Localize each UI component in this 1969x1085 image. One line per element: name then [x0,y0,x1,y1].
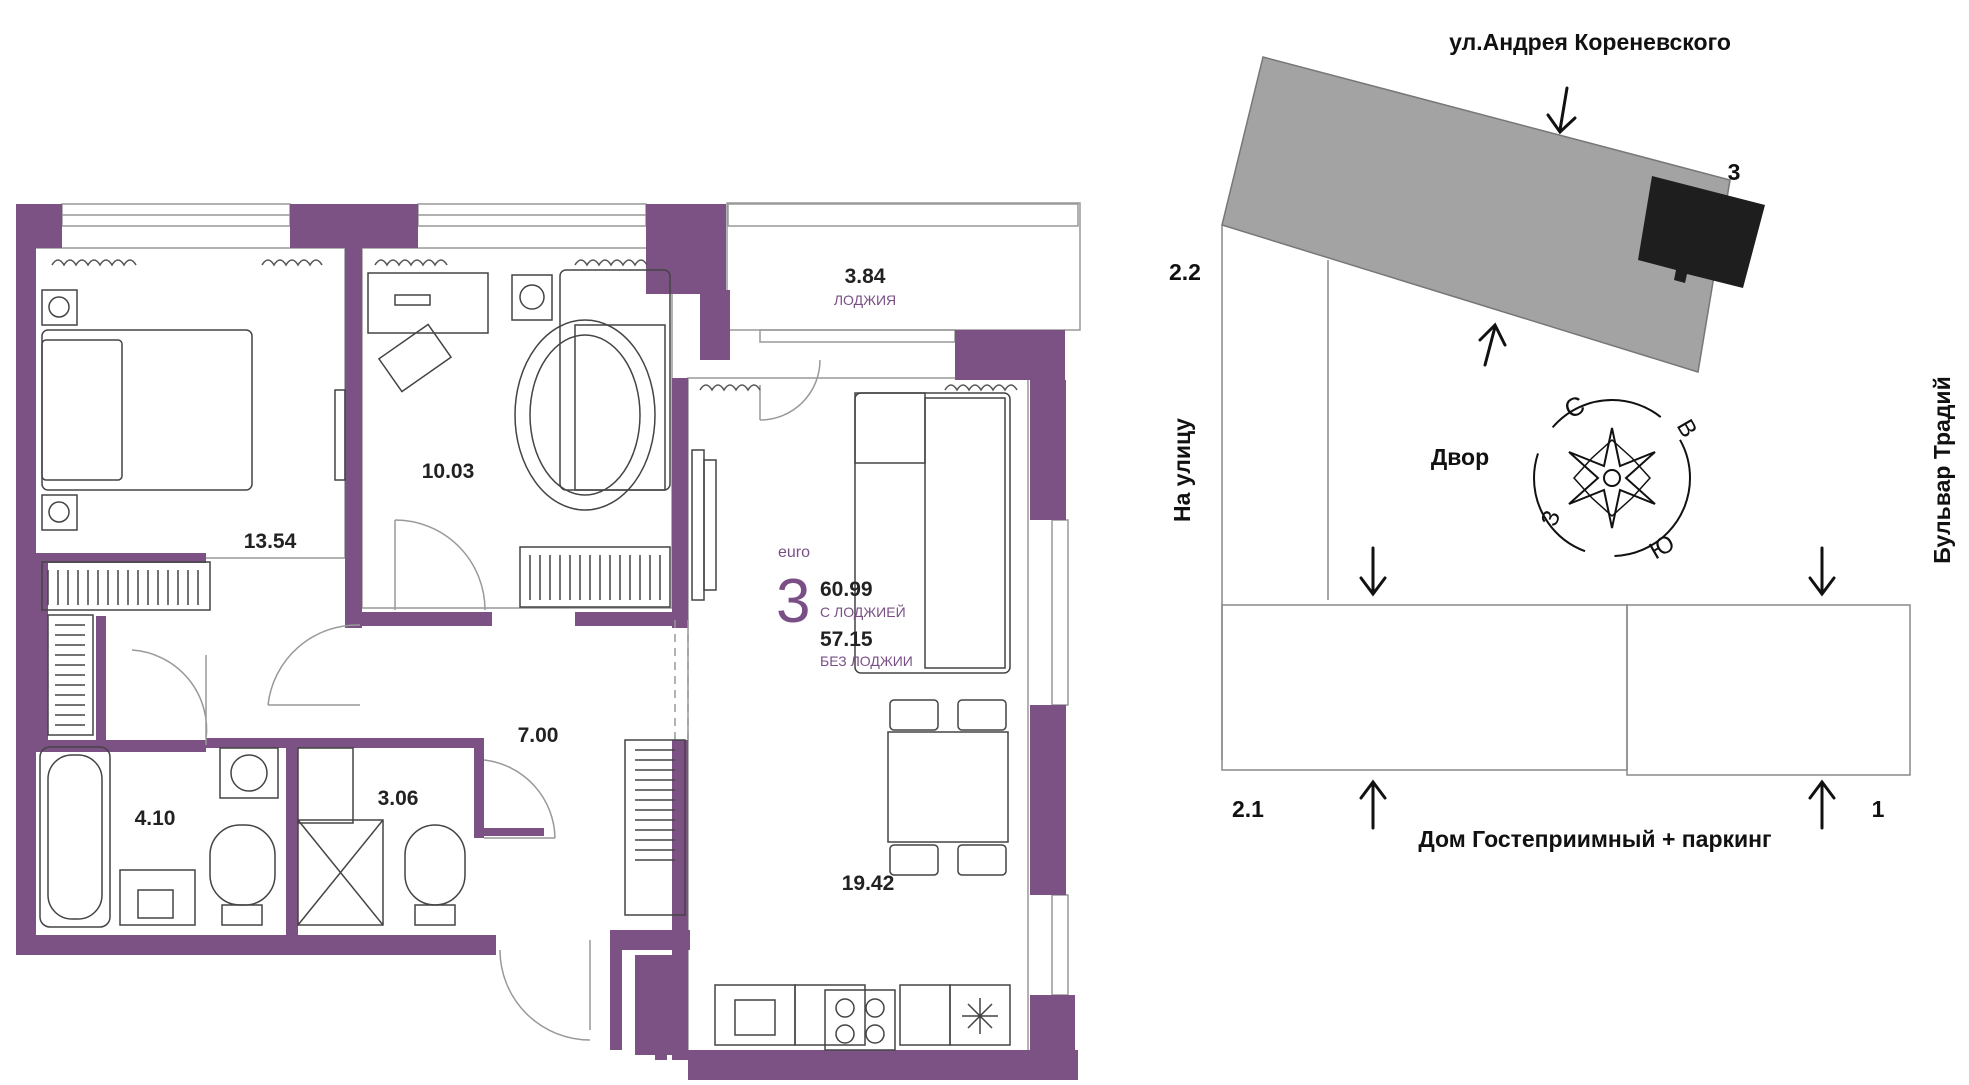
compass-star-icon [1568,427,1656,529]
room-area-loggia: 3.84 [845,265,886,288]
window-loggia [727,203,1079,227]
desk [367,272,489,334]
door-loggia [759,359,821,421]
street-right-label: Бульвар Традий [1929,376,1955,563]
floor-plan: 3.84 ЛОДЖИЯ 10.03 13.54 7.00 3.06 4.10 1… [16,202,1081,1080]
room-area-living: 19.42 [842,872,895,895]
apartment-type: euro [778,544,810,561]
sink [714,984,796,1046]
wardrobe [41,561,211,611]
compass-west: З [1536,507,1566,530]
building-2-1-label: 2.1 [1232,796,1264,822]
building-3-label: 3 [1728,159,1741,185]
walls [16,204,1078,1080]
cooktop [824,989,896,1051]
window-living [1051,519,1069,706]
room-area-wc: 3.06 [378,787,419,810]
arrow-up-1-icon [1359,779,1387,830]
building-2-1 [1221,604,1628,771]
dining-table [887,731,1009,843]
street-top-label: ул.Андрея Кореневского [1449,29,1731,55]
bathtub [39,746,111,928]
door-entrance [499,940,591,1041]
arrow-down-1-icon [1359,546,1387,597]
area-net-label: БЕЗ ЛОДЖИИ [820,653,913,669]
toilet-wc [404,824,466,906]
area-total: 60.99 [820,578,873,601]
area-total-label: С ЛОДЖИЕЙ [820,603,906,620]
rug-round [514,319,656,511]
doors [131,359,821,1041]
room-label-loggia: ЛОДЖИЯ [834,292,896,308]
site-plan: С В Ю З ул.Андрея Кореневского Дом Госте… [1169,29,1955,852]
street-bottom-label: Дом Гостеприимный + паркинг [1418,826,1771,852]
window-kitchen [1051,894,1069,996]
bed [41,329,253,491]
furniture [39,269,1011,1051]
arrow-yard-icon [1478,322,1507,367]
compass-north: С [1560,389,1590,424]
arrow-up-2-icon [1808,779,1836,830]
room-area-bathroom: 4.10 [135,807,176,830]
entrance-arrows [1359,86,1836,830]
room-area-hall: 7.00 [518,724,559,747]
door-bathroom [131,649,208,745]
site-lines [1221,225,1329,760]
area-net: 57.15 [820,628,873,651]
compass: С В Ю З [1533,389,1702,566]
building-selected [1638,176,1765,288]
room-labels: 3.84 ЛОДЖИЯ 10.03 13.54 7.00 3.06 4.10 1… [135,265,897,895]
nightstand [41,289,78,326]
fridge [949,984,1011,1046]
apartment-summary: euro 3 60.99 С ЛОДЖИЕЙ 57.15 БЕЗ ЛОДЖИИ [776,544,913,669]
radiators [51,259,1018,392]
building-main [1221,56,1731,373]
compass-east: В [1671,415,1702,442]
door-bedroom2 [394,519,486,611]
room-area-bedroom2: 10.03 [422,460,475,483]
shower [297,819,384,926]
door-bedroom1 [267,624,361,706]
sofa-living [854,392,1011,674]
compass-south: Ю [1645,530,1680,566]
loggia [726,202,1081,343]
door-wc [483,759,556,839]
building-1-label: 1 [1872,796,1885,822]
sofa-bedroom [559,269,671,491]
arrow-down-2-icon [1808,546,1836,597]
building-2-2-label: 2.2 [1169,259,1201,285]
compass-ring [1533,399,1691,557]
building-1 [1626,604,1911,776]
yard-label: Двор [1431,444,1489,470]
room-area-bedroom1: 13.54 [244,530,297,553]
arrow-top-icon [1546,86,1577,135]
toilet-bath [209,824,276,906]
street-left-label: На улицу [1169,418,1195,522]
rooms-count: 3 [776,567,810,636]
